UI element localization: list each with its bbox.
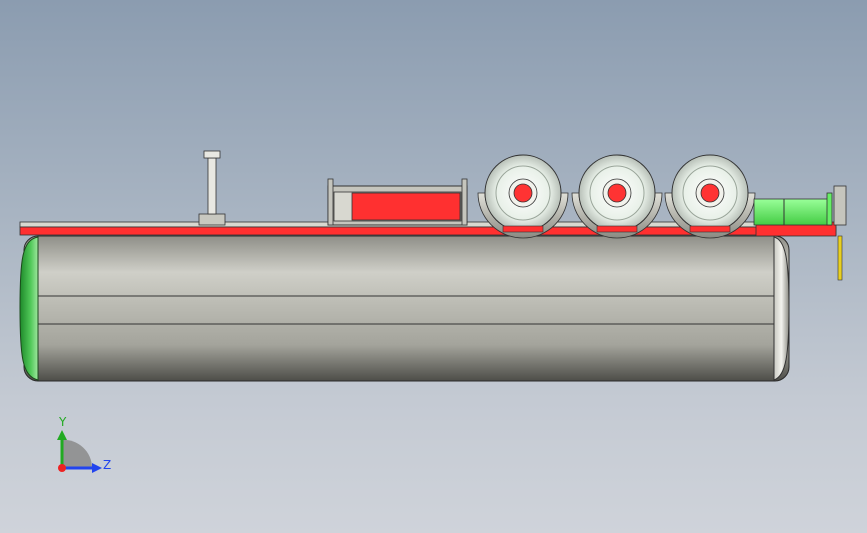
cabinet-post-right [461,178,468,226]
tank[interactable] [19,235,790,382]
vent-pipe-stem [207,157,217,215]
triad-grey-sector [62,439,93,468]
cabinet-post-left [327,178,334,226]
green-rack[interactable] [753,185,847,281]
vent-pipe-base [198,213,226,226]
vent-pipe-cap [203,150,221,159]
reel-3[interactable] [664,154,756,239]
tank-shell[interactable] [23,235,790,382]
reel-hub [607,183,627,203]
reel-base [689,225,731,233]
green-rack-post [826,192,833,226]
triad-y-arrow [57,430,67,440]
tank-right-cap[interactable] [773,236,790,381]
reel-base [596,225,638,233]
reel-hub [700,183,720,203]
view-triad[interactable]: Y Z [57,415,111,473]
triad-x-dot [58,464,66,472]
triad-z-label: Z [103,458,111,472]
end-gate [833,185,847,226]
reel-ring [589,165,645,221]
triad-z-arrow [92,463,102,473]
reel-group[interactable] [477,154,756,239]
red-cabinet[interactable] [327,178,468,226]
reel-ring [495,165,551,221]
reel-ring [682,165,738,221]
tank-left-cap[interactable] [19,236,39,381]
reel-base [502,225,544,233]
green-rack-body [753,198,832,226]
reel-1[interactable] [477,154,569,239]
cabinet-red-panel [351,192,461,221]
triad-y-label: Y [58,415,67,429]
vent-pipe[interactable] [198,150,226,226]
reel-hub [513,183,533,203]
tail-light-post [837,235,843,281]
reel-2[interactable] [571,154,663,239]
